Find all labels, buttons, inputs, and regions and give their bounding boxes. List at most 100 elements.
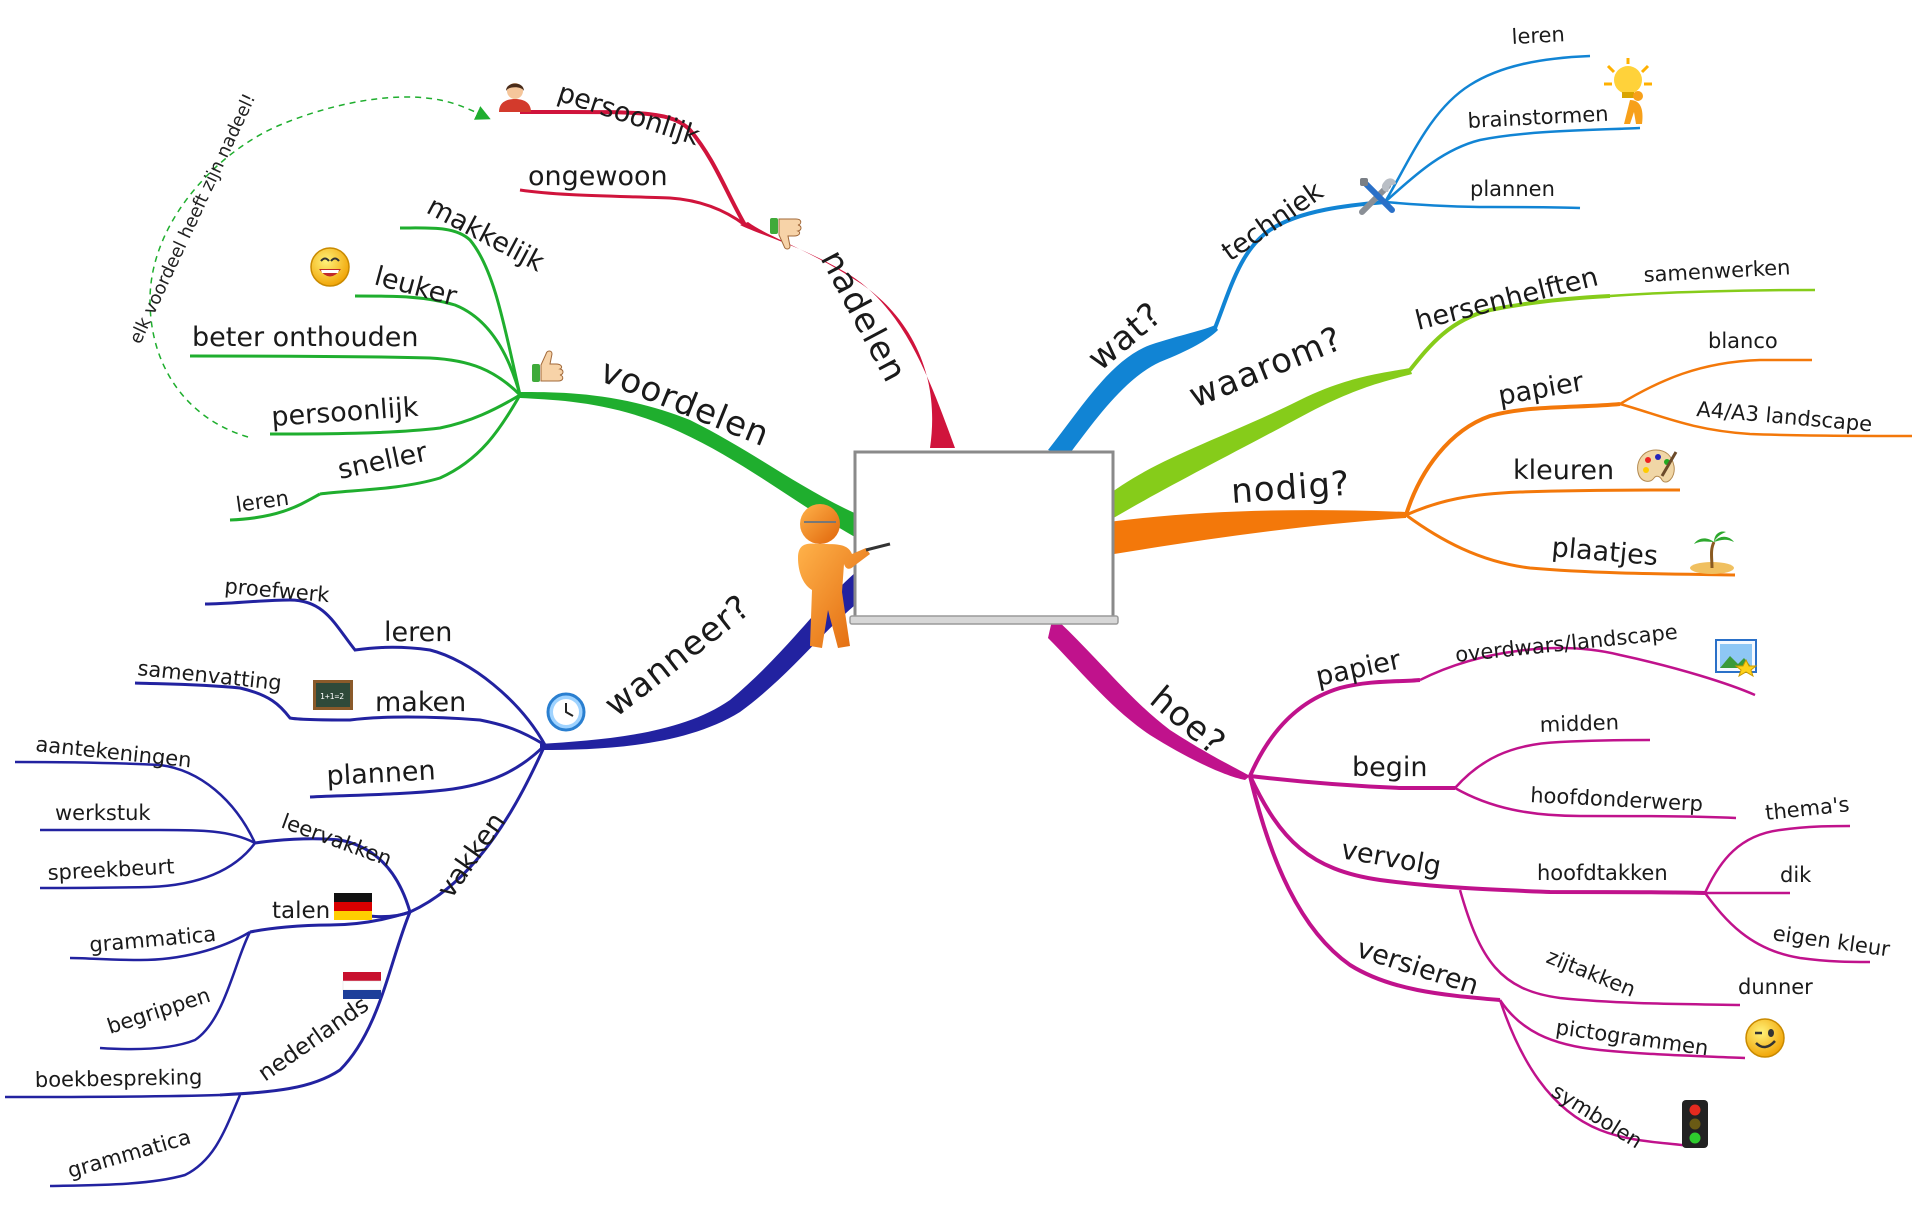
voordelen-beter-onthouden-label[interactable]: beter onthouden	[192, 322, 418, 353]
voordelen-branch-sneller	[319, 394, 522, 496]
nederlands-label[interactable]: nederlands	[254, 992, 374, 1087]
papier-blanco	[1619, 358, 1812, 406]
person-icon	[499, 83, 531, 112]
hoofdtakken-themas	[1703, 824, 1851, 894]
note-dashed-line	[149, 96, 491, 438]
leervakken-aantekeningen	[14, 760, 257, 844]
begin-midden	[1454, 738, 1651, 789]
techniek-label[interactable]: techniek	[1216, 176, 1329, 268]
paint-palette-icon	[1637, 449, 1678, 483]
wanneer-trunk	[540, 560, 888, 750]
wat-leren-label[interactable]: leren	[1511, 22, 1565, 49]
voordelen-branch-persoonlijk	[269, 393, 521, 436]
hoe-trunk	[1048, 616, 1250, 780]
nodig-branch-plaatjes	[1405, 513, 1736, 577]
wanneer-vakken-label[interactable]: vakken	[431, 807, 512, 904]
nadelen-branch-ongewoon	[519, 188, 746, 227]
spreekbeurt-label[interactable]: spreekbeurt	[47, 854, 175, 885]
hoe-branch-papier	[1248, 678, 1421, 777]
vervolg-zijtakken	[1458, 889, 1741, 1007]
hoe-papier-overdwars	[1419, 646, 1756, 697]
symbolen-label[interactable]: symbolen	[1547, 1079, 1646, 1153]
nodig-branch-kleuren	[1405, 488, 1681, 517]
branch-hoe: hoe? papier overdwars/landscape begin mi…	[1048, 616, 1892, 1153]
talen-label[interactable]: talen	[272, 898, 330, 924]
papier-a4	[1619, 402, 1913, 438]
wanneer-samenvatting-label[interactable]: samenvatting	[136, 656, 282, 695]
waarom-branch-hersenhelften	[1408, 294, 1611, 372]
hoofdonderwerp-label[interactable]: hoofdonderwerp	[1530, 783, 1704, 816]
wat-brainstormen-label[interactable]: brainstormen	[1467, 102, 1609, 133]
wat-branch-techniek	[1213, 200, 1386, 329]
werkstuk-label[interactable]: werkstuk	[55, 801, 151, 825]
themas-label[interactable]: thema's	[1764, 792, 1851, 825]
nadelen-persoonlijk-label[interactable]: persoonlijk	[554, 77, 704, 152]
vakken-branch-talen	[249, 910, 411, 934]
voordelen-leuker-label[interactable]: leuker	[371, 261, 461, 313]
voordelen-sneller-label[interactable]: sneller	[335, 437, 431, 486]
center-topic	[798, 450, 1119, 648]
branch-voordelen: voordelen makkelijk leuker beter onthoud…	[189, 191, 870, 540]
voordelen-branch-beter	[189, 354, 522, 397]
whiteboard[interactable]	[849, 450, 1119, 625]
vakken-branch-leervakken	[254, 837, 412, 913]
waarom-trunk	[1102, 368, 1412, 520]
samenwerken-label[interactable]: samenwerken	[1643, 255, 1791, 287]
thumbs-up-icon	[532, 350, 564, 382]
wat-trunk	[1048, 325, 1218, 456]
nodig-trunk	[1108, 510, 1406, 555]
wanneer-plannen-label[interactable]: plannen	[326, 755, 437, 792]
zijtakken-label[interactable]: zijtakken	[1543, 944, 1639, 1001]
begin-label[interactable]: begin	[1352, 752, 1428, 783]
blanco-label[interactable]: blanco	[1708, 329, 1778, 353]
traffic-light-icon	[1682, 1100, 1708, 1148]
hoe-branch-vervolg	[1248, 775, 1706, 895]
wanneer-branch-maken	[134, 681, 546, 747]
dunner-label[interactable]: dunner	[1738, 975, 1813, 999]
lightbulb-person-icon	[1604, 58, 1652, 124]
presenter-figure	[798, 504, 891, 648]
nodig-label[interactable]: nodig?	[1230, 464, 1352, 512]
nederlands-grammatica	[49, 1094, 242, 1188]
winking-smiley-icon	[1745, 1018, 1785, 1058]
branch-nadelen: nadelen persoonlijk ongewoon	[499, 77, 955, 448]
dutch-flag-icon	[342, 972, 382, 999]
leervakken-werkstuk	[40, 828, 256, 845]
wanneer-branch-leren	[204, 598, 547, 746]
dik-label[interactable]: dik	[1780, 863, 1812, 887]
island-icon	[1690, 531, 1734, 574]
wat-plannen-label[interactable]: plannen	[1470, 177, 1555, 201]
branch-wanneer: wanneer? leren proefwerk maken samenvatt…	[4, 560, 888, 1188]
boekbespreking-label[interactable]: boekbespreking	[35, 1065, 203, 1092]
voordelen-branch-leuker	[354, 294, 522, 396]
voordelen-branch-leren	[229, 492, 321, 522]
hoofdtakken-label[interactable]: hoofdtakken	[1537, 861, 1668, 885]
kleuren-label[interactable]: kleuren	[1513, 455, 1614, 486]
voordelen-persoonlijk-label[interactable]: persoonlijk	[270, 392, 419, 433]
blackboard-icon: 1+1=2	[313, 680, 353, 710]
wanneer-branch-plannen	[309, 743, 547, 799]
nadelen-trunk	[740, 222, 955, 448]
thumbs-down-icon	[770, 218, 802, 250]
branch-waarom: waarom? hersenhelften samenwerken	[1102, 255, 1816, 520]
wanneer-maken-label[interactable]: maken	[375, 687, 466, 718]
nadelen-label[interactable]: nadelen	[812, 243, 915, 389]
note-connector: elk voordeel heeft zijn nadeel!	[125, 90, 491, 438]
nadelen-ongewoon-label[interactable]: ongewoon	[528, 161, 668, 192]
voordelen-branch-makkelijk	[399, 226, 522, 396]
vakken-branch-nederlands	[219, 911, 412, 1097]
hoe-branch-begin	[1249, 774, 1455, 790]
versieren-symbolen	[1498, 999, 1691, 1148]
midden-label[interactable]: midden	[1539, 710, 1619, 737]
hoofdtakken-eigen-kleur	[1703, 892, 1871, 964]
aantekeningen-label[interactable]: aantekeningen	[34, 732, 192, 772]
hoe-branch-versieren	[1248, 775, 1501, 1002]
nodig-branch-papier	[1404, 402, 1621, 516]
talen-begrippen-label[interactable]: begrippen	[104, 983, 213, 1039]
versieren-pictogrammen	[1498, 999, 1746, 1060]
plaatjes-label[interactable]: plaatjes	[1550, 532, 1659, 572]
wanneer-leren-label[interactable]: leren	[384, 617, 452, 648]
nederlands-boekbespreking	[4, 1093, 221, 1099]
clock-icon	[546, 692, 586, 732]
nederlands-grammatica-label[interactable]: grammatica	[65, 1125, 194, 1183]
